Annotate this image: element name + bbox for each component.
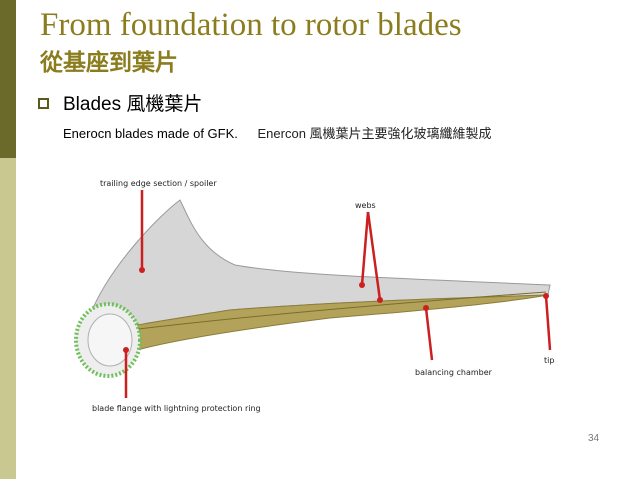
bullet-label: Blades [63, 94, 122, 115]
label-blade-flange: blade flange with lightning protection r… [92, 404, 261, 413]
callout-dot-balancing [423, 305, 429, 311]
bullet-square-icon [38, 98, 49, 109]
callout-dot-trailing-edge [139, 267, 145, 273]
label-trailing-edge: trailing edge section / spoiler [100, 179, 217, 188]
blade-web-line [129, 291, 547, 331]
slide-title: From foundation to rotor blades [40, 7, 462, 43]
label-balancing-chamber: balancing chamber [415, 368, 493, 377]
callout-dot-flange [123, 347, 129, 353]
callout-dot-webs-1 [359, 282, 365, 288]
blade-flange-inner [87, 313, 133, 367]
description-text: Enerocn blades made of GFK. [63, 126, 238, 141]
sidebar-accent-bottom [0, 158, 16, 479]
page-number: 34 [588, 434, 600, 441]
bullet-label-zh: 風機葉片 [126, 93, 203, 115]
callout-line-tip [544, 295, 552, 351]
description-text-zh: Enercon 風機葉片主要強化玻璃纖維製成 [257, 126, 492, 141]
bullet-item: Blades 風機葉片 [63, 91, 202, 118]
label-webs: webs [355, 201, 376, 210]
callout-dot-tip [543, 293, 549, 299]
callout-line-webs-2 [366, 211, 382, 301]
callout-dot-webs-2 [377, 297, 383, 303]
sidebar-accent-top [0, 0, 16, 158]
label-tip: tip [544, 356, 554, 365]
callout-line-balancing [424, 307, 434, 361]
callout-line-webs-1 [360, 211, 370, 286]
rotor-blade-diagram: trailing edge section / spoiler webs bal… [74, 179, 554, 413]
slide-subtitle: 從基座到葉片 [40, 50, 178, 76]
description-line: Enerocn blades made of GFK. Enercon 風機葉片… [63, 125, 492, 143]
